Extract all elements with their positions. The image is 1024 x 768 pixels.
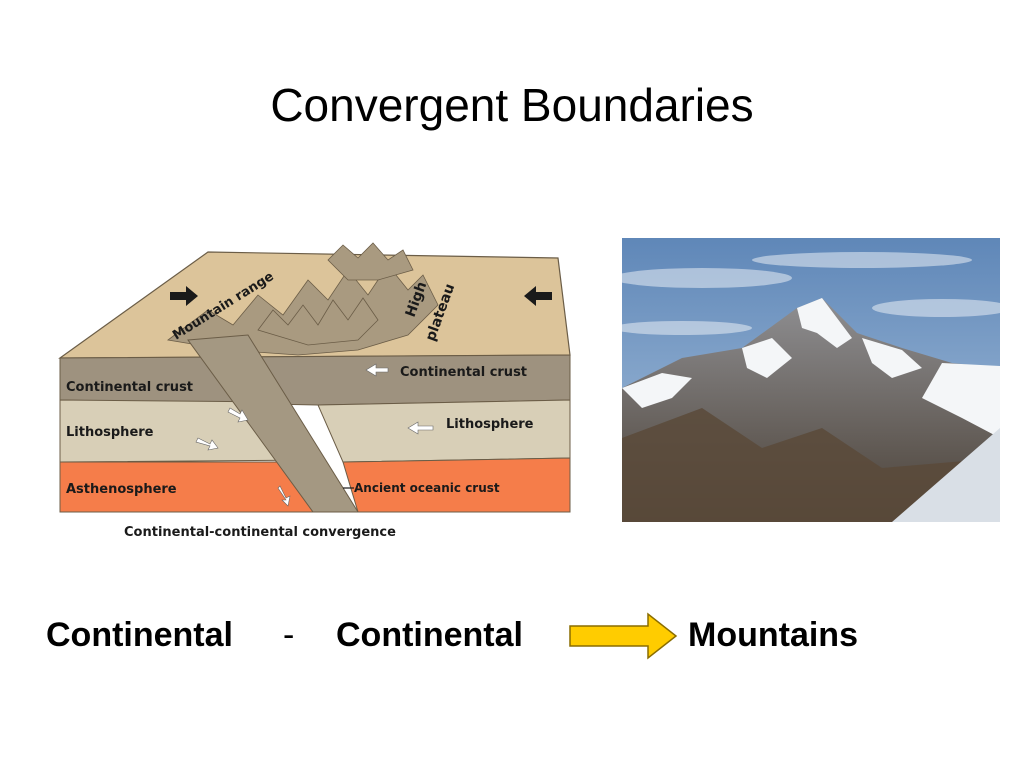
subducting-slab: [187, 334, 359, 513]
continental-right-text: Continental: [336, 616, 523, 654]
mountain-photo: [622, 238, 1000, 522]
slide-title: Convergent Boundaries: [270, 79, 754, 131]
mountain-range: [167, 242, 439, 356]
continental-left-text: Continental: [46, 616, 233, 654]
label-ancient-oceanic-crust: Ancient oceanic crust: [354, 481, 500, 495]
bottom-statement: Continental - Continental Mountains: [0, 612, 1024, 662]
label-continental-crust-left: Continental crust: [66, 380, 193, 395]
label-continental-crust-right: Continental crust: [400, 365, 527, 380]
label-lithosphere-left: Lithosphere: [66, 425, 154, 440]
result-arrow-icon: [569, 612, 678, 660]
mountains-text: Mountains: [688, 616, 858, 654]
diagram-caption: Continental-continental convergence: [124, 525, 396, 540]
asthenosphere-layer-right: [342, 457, 571, 513]
dash-text: -: [283, 616, 295, 654]
label-asthenosphere: Asthenosphere: [66, 482, 177, 497]
convergence-diagram: Mountain range High plateau Continental …: [58, 242, 571, 540]
plate-motion-arrows: [170, 286, 552, 507]
label-lithosphere-right: Lithosphere: [446, 417, 534, 432]
